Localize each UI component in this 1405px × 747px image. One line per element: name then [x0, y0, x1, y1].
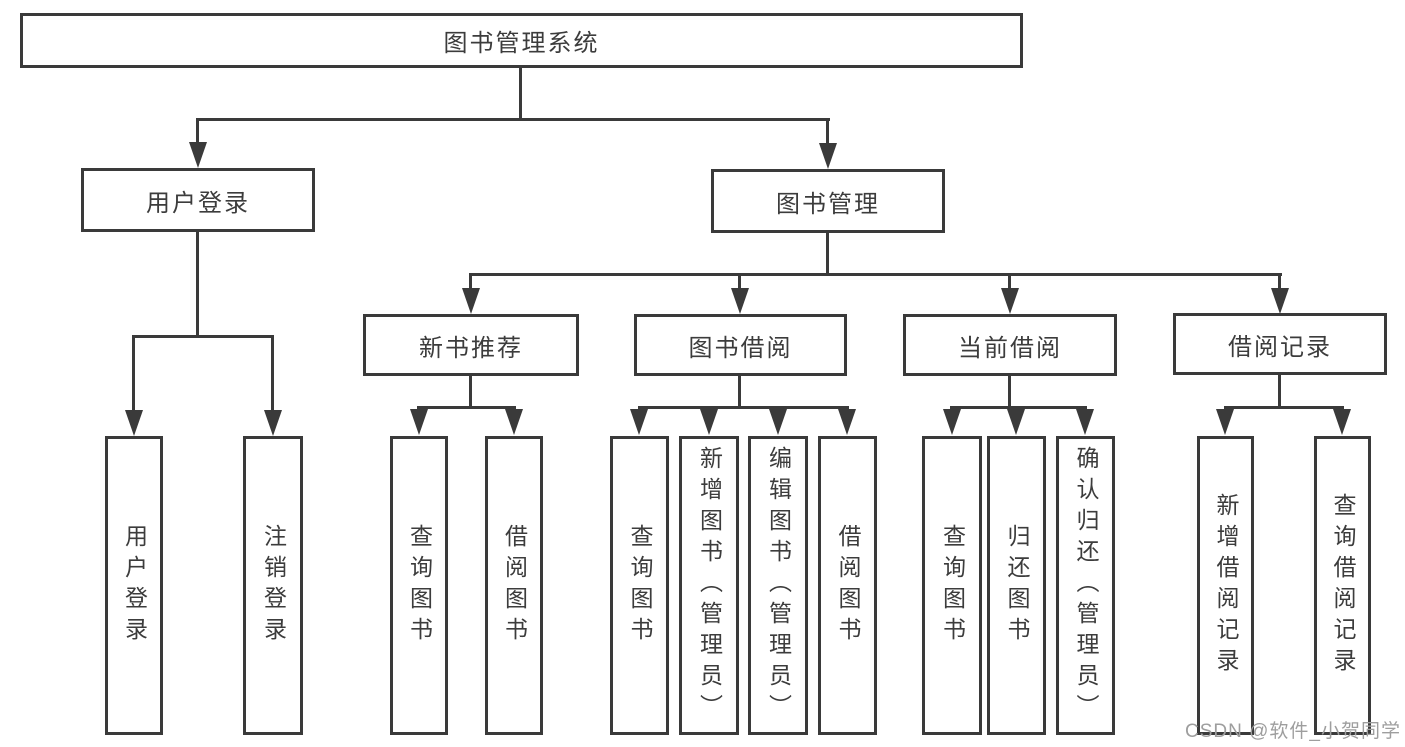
arrow-down-icon — [1007, 409, 1025, 435]
leaf-borrow-books: 借阅图书 — [818, 436, 877, 735]
leaf-label: 查询图书 — [627, 523, 653, 648]
leaf-confirm-return-admin: 确认归还（管理员） — [1056, 436, 1115, 735]
leaf-add-borrow-record: 新增借阅记录 — [1197, 436, 1254, 735]
connector-line — [271, 335, 274, 415]
node-current-borrowing: 当前借阅 — [903, 314, 1117, 376]
node-root-label: 图书管理系统 — [443, 30, 600, 57]
connector-line — [1224, 406, 1344, 409]
leaf-label: 编辑图书（管理员） — [765, 446, 792, 725]
leaf-label: 新增借阅记录 — [1213, 492, 1239, 679]
leaf-label: 确认归还（管理员） — [1073, 446, 1099, 725]
node-book-borrowing: 图书借阅 — [634, 314, 847, 376]
leaf-query-books-current: 查询图书 — [922, 436, 982, 735]
node-borrowing-records: 借阅记录 — [1173, 313, 1387, 375]
node-root: 图书管理系统 — [20, 13, 1023, 68]
arrow-down-icon — [1076, 409, 1094, 435]
connector-line — [132, 335, 135, 415]
arrow-down-icon — [731, 288, 749, 314]
leaf-label: 归还图书 — [1004, 523, 1030, 648]
arrow-down-icon — [125, 410, 143, 436]
leaf-label: 用户登录 — [121, 523, 148, 648]
connector-line — [132, 335, 274, 338]
arrow-down-icon — [462, 288, 480, 314]
leaf-borrow-books-recommend: 借阅图书 — [485, 436, 543, 735]
leaf-query-books-recommend: 查询图书 — [390, 436, 448, 735]
leaf-add-books-admin: 新增图书（管理员） — [679, 436, 739, 735]
arrow-down-icon — [1271, 288, 1289, 314]
node-user-login: 用户登录 — [81, 168, 315, 232]
node-user-login-label: 用户登录 — [146, 189, 250, 217]
leaf-label: 查询图书 — [406, 523, 433, 648]
connector-line — [826, 233, 829, 276]
arrow-down-icon — [769, 409, 787, 435]
connector-line — [638, 406, 849, 409]
arrow-down-icon — [264, 410, 282, 436]
arrow-down-icon — [630, 409, 648, 435]
connector-line — [196, 118, 830, 121]
node-current-borrowing-label: 当前借阅 — [958, 334, 1062, 362]
connector-line — [826, 118, 829, 148]
arrow-down-icon — [505, 409, 523, 435]
leaf-logout: 注销登录 — [243, 436, 303, 735]
leaf-return-books: 归还图书 — [987, 436, 1046, 735]
connector-line — [469, 273, 472, 290]
connector-line — [738, 376, 741, 409]
connector-line — [1278, 273, 1281, 290]
connector-line — [1008, 273, 1011, 290]
connector-line — [738, 273, 741, 290]
connector-line — [469, 376, 472, 409]
connector-line — [1278, 374, 1281, 409]
arrow-down-icon — [1001, 288, 1019, 314]
arrow-down-icon — [700, 409, 718, 435]
node-book-management: 图书管理 — [711, 169, 945, 233]
connector-line — [196, 118, 199, 148]
node-book-management-label: 图书管理 — [776, 190, 880, 218]
node-new-book-recommend: 新书推荐 — [363, 314, 579, 376]
csdn-watermark: CSDN @软件_小贺同学 — [1185, 721, 1401, 742]
leaf-label: 注销登录 — [260, 523, 287, 648]
node-new-book-recommend-label: 新书推荐 — [419, 334, 523, 362]
arrow-down-icon — [410, 409, 428, 435]
connector-line — [950, 406, 1087, 409]
arrow-down-icon — [1333, 409, 1351, 435]
arrow-down-icon — [819, 143, 837, 169]
connector-line — [417, 406, 516, 409]
connector-line — [1008, 376, 1011, 409]
arrow-down-icon — [838, 409, 856, 435]
leaf-query-books-borrowing: 查询图书 — [610, 436, 669, 735]
node-borrowing-records-label: 借阅记录 — [1228, 333, 1332, 361]
node-book-borrowing-label: 图书借阅 — [688, 334, 793, 362]
arrow-down-icon — [1216, 409, 1234, 435]
connector-line — [196, 232, 199, 338]
leaf-query-borrow-record: 查询借阅记录 — [1314, 436, 1371, 735]
leaf-label: 借阅图书 — [835, 523, 861, 648]
leaf-label: 查询图书 — [939, 523, 966, 648]
leaf-user-login: 用户登录 — [105, 436, 163, 735]
leaf-label: 借阅图书 — [501, 523, 528, 648]
arrow-down-icon — [189, 142, 207, 168]
connector-line — [469, 273, 1282, 276]
connector-line — [519, 68, 522, 121]
leaf-edit-books-admin: 编辑图书（管理员） — [748, 436, 808, 735]
arrow-down-icon — [943, 409, 961, 435]
leaf-label: 新增图书（管理员） — [696, 446, 723, 725]
leaf-label: 查询借阅记录 — [1330, 492, 1356, 679]
